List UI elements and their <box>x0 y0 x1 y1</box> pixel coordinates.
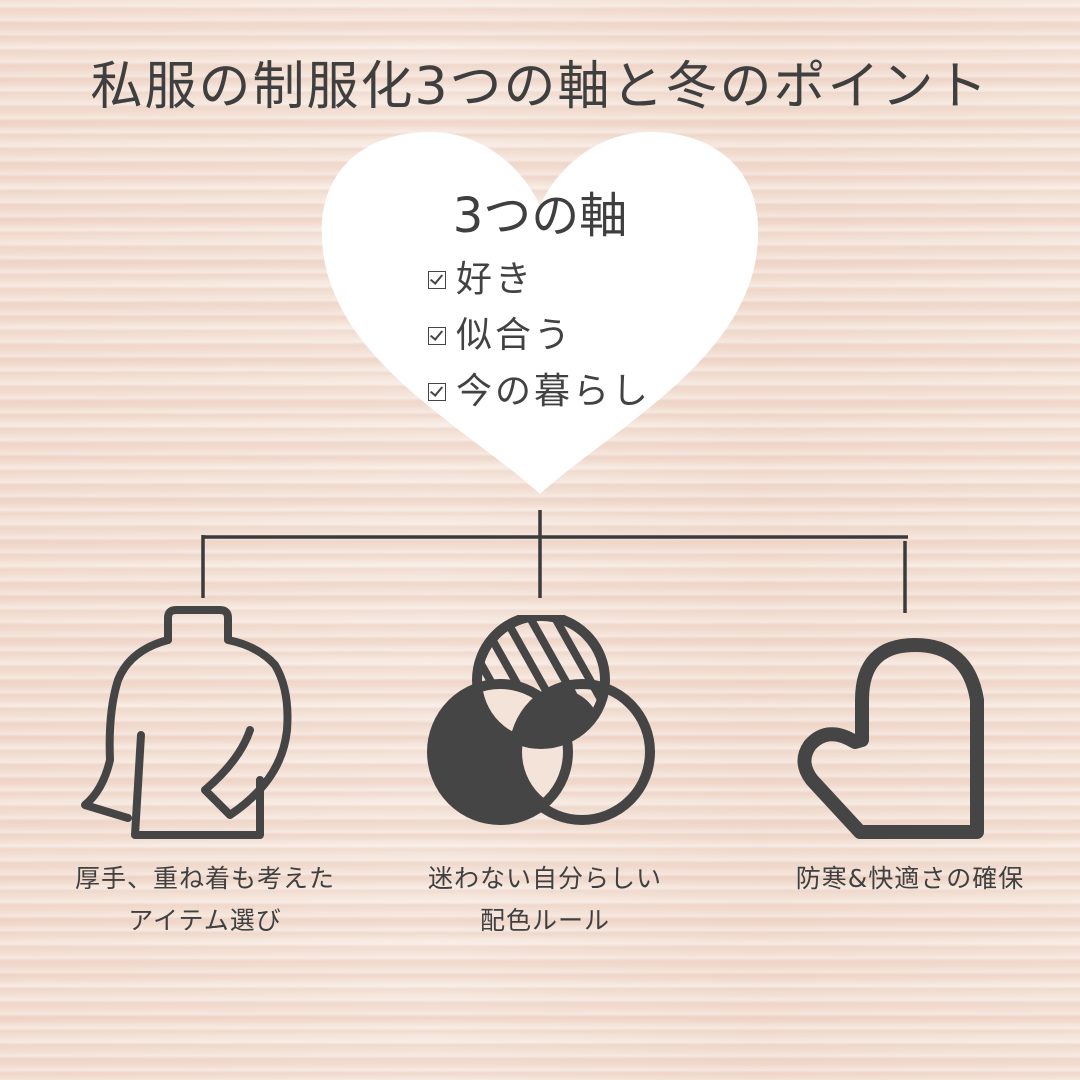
point-caption-layering: 厚手、重ね着も考えた アイテム選び <box>40 858 370 942</box>
caption-line: 迷わない自分らしい <box>427 864 662 893</box>
mitten-icon <box>797 638 984 839</box>
caption-line: 防寒&快適さの確保 <box>795 864 1025 893</box>
heart-icon <box>321 132 759 494</box>
checklist-item-label: 今の暮らし <box>456 371 652 412</box>
point-caption-warmth: 防寒&快適さの確保 <box>770 858 1050 900</box>
heart-shape <box>318 128 762 498</box>
checklist-item: 好き <box>428 248 651 304</box>
axis-checklist: 好き 似合う 今の暮らし <box>428 248 651 416</box>
checkbox-checked-icon <box>428 271 446 289</box>
point-caption-color-rule: 迷わない自分らしい 配色ルール <box>395 858 695 942</box>
checkbox-checked-icon <box>428 327 446 345</box>
venn-diagram-icon <box>427 615 655 825</box>
checkbox-checked-icon <box>428 383 446 401</box>
checklist-item: 今の暮らし <box>428 360 651 416</box>
caption-line: 厚手、重ね着も考えた <box>74 864 335 893</box>
caption-line: アイテム選び <box>128 906 282 935</box>
checklist-item-label: 似合う <box>456 315 574 356</box>
turtleneck-sweater-icon <box>81 606 292 839</box>
page-title: 私服の制服化3つの軸と冬のポイント <box>90 57 990 117</box>
caption-line: 配色ルール <box>479 906 610 935</box>
checklist-item: 似合う <box>428 304 651 360</box>
checklist-item-label: 好き <box>456 259 535 300</box>
heart-heading: 3つの軸 <box>452 188 628 244</box>
